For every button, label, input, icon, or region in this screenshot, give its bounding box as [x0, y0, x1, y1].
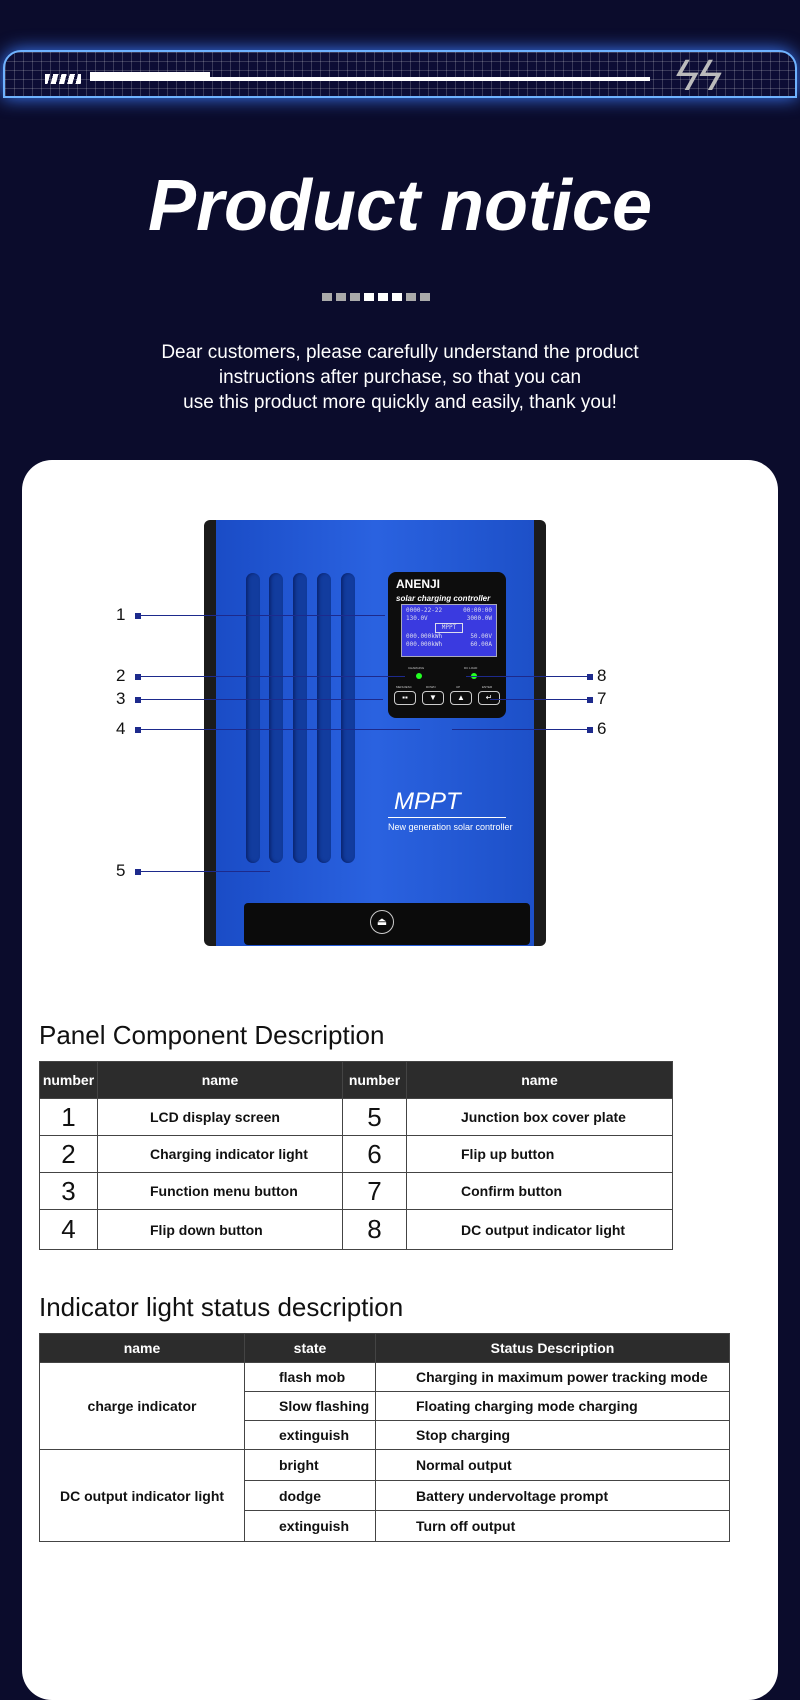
- header-cell: name: [406, 1061, 673, 1099]
- page-title: Product notice: [147, 166, 653, 246]
- lcd-power: 3000.0W: [466, 615, 492, 622]
- led-label: DC LOAD: [464, 666, 478, 670]
- cell: 5: [342, 1098, 407, 1136]
- intro-text: Dear customers, please carefully underst…: [0, 340, 800, 415]
- callout-5: 5: [116, 861, 126, 880]
- lcd-current: 60.00A: [470, 641, 492, 648]
- device-subtitle: solar charging controller: [396, 594, 491, 603]
- lightning-bolt-icon: ϟϟ: [675, 51, 722, 100]
- charging-led: [416, 673, 422, 679]
- cell: 6: [342, 1135, 407, 1173]
- header-cell: state: [244, 1333, 376, 1363]
- header-cell: name: [97, 1061, 343, 1099]
- header-cell: number: [342, 1061, 407, 1099]
- cell: 7: [342, 1172, 407, 1210]
- header-banner: ϟϟ: [3, 50, 797, 100]
- cell: Normal output: [375, 1449, 730, 1481]
- cell: 2: [39, 1135, 98, 1173]
- cell: Turn off output: [375, 1510, 730, 1542]
- button-label: DOWN: [426, 685, 436, 689]
- lcd-date: 0000-22-22: [406, 607, 443, 614]
- cell: 8: [342, 1209, 407, 1250]
- cell: extinguish: [244, 1510, 376, 1542]
- header-cell: name: [39, 1333, 245, 1363]
- header-cell: Status Description: [375, 1333, 730, 1363]
- cell: flash mob: [244, 1362, 376, 1392]
- cell: 3: [39, 1172, 98, 1210]
- cell: 4: [39, 1209, 98, 1250]
- controller-image: ANENJI solar charging controller 0000-22…: [204, 520, 546, 946]
- cell: Stop charging: [375, 1420, 730, 1450]
- cell: DC output indicator light: [406, 1209, 673, 1250]
- cell: Battery undervoltage prompt: [375, 1480, 730, 1511]
- intro-line: instructions after purchase, so that you…: [218, 367, 582, 388]
- callout-4: 4: [116, 719, 126, 738]
- callout-1: 1: [116, 605, 126, 624]
- line-decoration: [90, 77, 650, 81]
- lcd-energy: 000.000kWh: [406, 633, 443, 640]
- callout-8: 8: [597, 666, 607, 685]
- lcd-battery-voltage: 50.00V: [470, 633, 492, 640]
- cell: Charging indicator light: [97, 1135, 343, 1173]
- cell: Junction box cover plate: [406, 1098, 673, 1136]
- device-tagline: New generation solar controller: [388, 822, 513, 832]
- lcd-mode: MPPT: [434, 623, 464, 633]
- intro-line: use this product more quickly and easily…: [183, 392, 617, 413]
- cell: Flip down button: [97, 1209, 343, 1250]
- cell: Floating charging mode charging: [375, 1391, 730, 1421]
- callout-3: 3: [116, 689, 126, 708]
- callout-6: 6: [597, 719, 607, 738]
- cell: extinguish: [244, 1420, 376, 1450]
- cell: DC output indicator light: [39, 1449, 245, 1542]
- dots-decoration: [322, 293, 430, 301]
- cell: Flip up button: [406, 1135, 673, 1173]
- lcd-energy: 000.000kWh: [406, 641, 443, 648]
- cell: Confirm button: [406, 1172, 673, 1210]
- cell: Charging in maximum power tracking mode: [375, 1362, 730, 1392]
- cell: Function menu button: [97, 1172, 343, 1210]
- panel-table-title: Panel Component Description: [39, 1020, 385, 1050]
- cell: LCD display screen: [97, 1098, 343, 1136]
- led-label: CHARGING: [408, 666, 425, 670]
- indicator-table-title: Indicator light status description: [39, 1292, 404, 1322]
- lcd-time: 00:00:00: [463, 607, 492, 614]
- callout-2: 2: [116, 666, 126, 685]
- intro-line: Dear customers, please carefully underst…: [161, 342, 639, 363]
- brand-logo: ANENJI: [396, 577, 441, 591]
- cell: bright: [244, 1449, 376, 1481]
- enter-button: ↵: [478, 691, 500, 705]
- lcd-screen: 0000-22-22 00:00:00 130.0V 3000.0W MPPT 00…: [401, 604, 497, 657]
- eject-icon: ⏏: [370, 910, 394, 934]
- progress-decoration: [90, 72, 210, 81]
- lcd-panel: ANENJI solar charging controller 0000-22…: [388, 572, 506, 718]
- button-label: MENU/ESC: [396, 685, 412, 689]
- cell: charge indicator: [39, 1362, 245, 1450]
- button-label: ENTER: [482, 685, 493, 689]
- down-button: ▼: [422, 691, 444, 705]
- menu-button: ▪▪: [394, 691, 416, 705]
- header-cell: number: [39, 1061, 98, 1099]
- stripes-decoration: [45, 74, 81, 84]
- controller-body: ANENJI solar charging controller 0000-22…: [216, 520, 534, 946]
- callout-7: 7: [597, 689, 607, 708]
- cell: 1: [39, 1098, 98, 1136]
- cell: Slow flashing: [244, 1391, 376, 1421]
- model-label: MPPT: [394, 788, 461, 815]
- button-label: UP: [456, 685, 461, 689]
- lcd-pv-voltage: 130.0V: [406, 615, 428, 622]
- up-button: ▲: [450, 691, 472, 705]
- cell: dodge: [244, 1480, 376, 1511]
